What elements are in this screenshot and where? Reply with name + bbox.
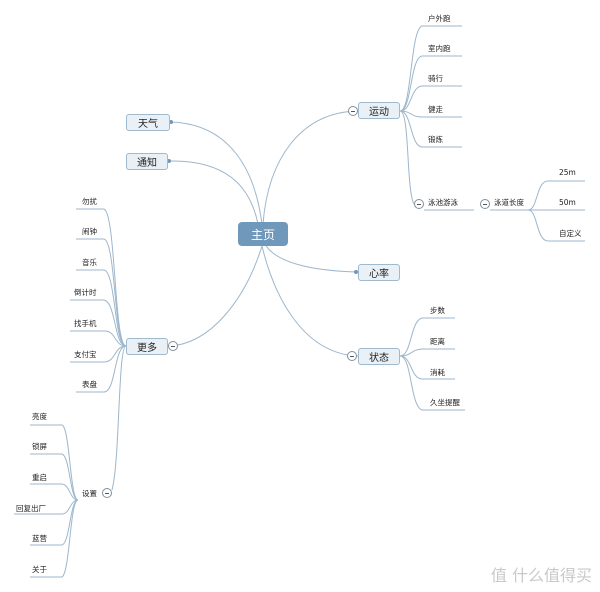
leaf-gengduo-3[interactable]: 倒计时 [74,288,97,297]
leaf-gengduo-6[interactable]: 表盘 [82,380,97,389]
node-yundong[interactable]: 运动 [358,102,400,119]
leaf-gengduo-1[interactable]: 闹钟 [82,227,97,236]
collapse-toggle-zhuangtai[interactable] [347,351,357,361]
leaf-gengduo-4[interactable]: 找手机 [74,319,97,328]
leaf-gengduo-5[interactable]: 支付宝 [74,350,97,359]
leaf-settings-3[interactable]: 回复出厂 [16,504,46,513]
leaf-lane-50m[interactable]: 50m [559,198,576,207]
node-xinlv[interactable]: 心率 [358,264,400,281]
collapse-toggle-yundong[interactable] [348,106,358,116]
leaf-lane-25m[interactable]: 25m [559,168,576,177]
leaf-yundong-3[interactable]: 健走 [428,105,443,114]
leaf-gengduo-0[interactable]: 勿扰 [82,197,97,206]
node-zhuangtai[interactable]: 状态 [358,348,400,365]
leaf-yundong-1[interactable]: 室内跑 [428,44,451,53]
link-gengduo [167,245,263,347]
leaf-settings-0[interactable]: 亮度 [32,412,47,421]
leaf-settings-5[interactable]: 关于 [32,565,47,574]
leaf-yundong-4[interactable]: 锻炼 [428,135,443,144]
leaf-zhuangtai-0[interactable]: 步数 [430,306,445,315]
leaf-zhuangtai-1[interactable]: 距离 [430,337,445,346]
leaf-settings-1[interactable]: 锁屏 [32,442,47,451]
collapse-toggle-lane-length[interactable] [480,199,490,209]
leaf-yundong-2[interactable]: 骑行 [428,74,443,83]
collapse-toggle-gengduo[interactable] [168,341,178,351]
leaf-yundong-0[interactable]: 户外跑 [428,14,451,23]
leaf-gengduo-2[interactable]: 音乐 [82,258,97,267]
node-gengduo[interactable]: 更多 [126,338,168,355]
node-tongzhi[interactable]: 通知 [126,153,168,170]
leaf-lane-length[interactable]: 泳道长度 [494,198,524,207]
link-xinlv [264,243,360,273]
root-node[interactable]: 主页 [238,222,288,246]
watermark: 值 什么值得买 [490,566,592,585]
collapse-toggle-settings[interactable] [102,488,112,498]
node-tianqi[interactable]: 天气 [126,114,170,131]
leaf-settings-2[interactable]: 重启 [32,473,47,482]
link-yundong [262,110,359,225]
link-tongzhi [168,160,259,225]
leaf-swim[interactable]: 泳池游泳 [428,198,458,207]
leaf-lane-custom[interactable]: 自定义 [559,229,582,238]
leaf-zhuangtai-2[interactable]: 消耗 [430,368,445,377]
leaf-settings[interactable]: 设置 [82,489,97,498]
collapse-toggle-swim[interactable] [414,199,424,209]
leaf-settings-4[interactable]: 蓝营 [32,534,47,543]
link-tianqi [170,121,263,225]
leaf-zhuangtai-3[interactable]: 久坐提醒 [430,398,460,407]
link-zhuangtai [261,245,359,357]
